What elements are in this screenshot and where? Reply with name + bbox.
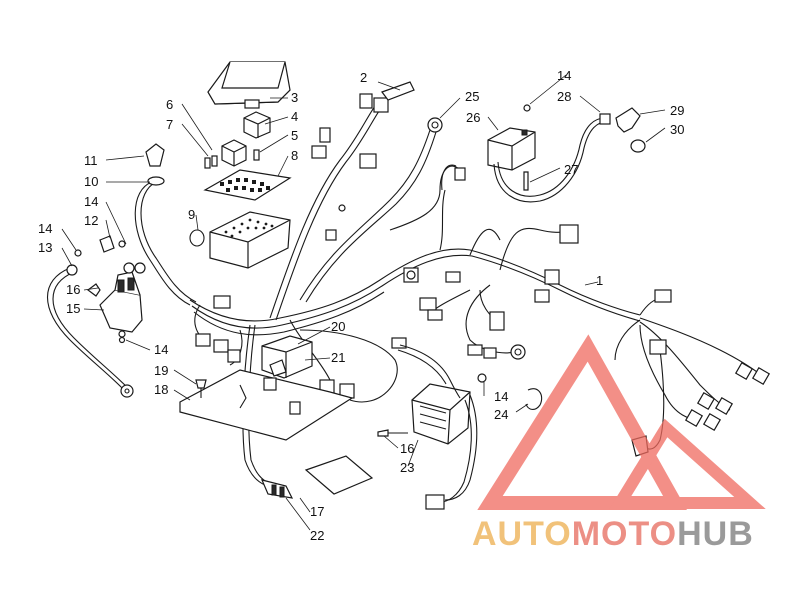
- callout-14-c: 14: [154, 342, 168, 357]
- small-hardware: [74, 235, 146, 344]
- watermark-hub: HUB: [677, 515, 754, 553]
- callout-4: 4: [291, 109, 298, 124]
- callout-21: 21: [331, 350, 345, 365]
- fuse-panel: [203, 169, 292, 201]
- callout-14-d: 14: [557, 68, 571, 83]
- sensor-22: [260, 479, 294, 499]
- callout-5: 5: [291, 128, 298, 143]
- callout-27: 27: [564, 162, 578, 177]
- cap-hose-parts: [523, 104, 646, 153]
- clip-24: [477, 373, 543, 410]
- callout-19: 19: [154, 363, 168, 378]
- fuse-box-cover: [207, 61, 291, 109]
- ground-cable: [47, 264, 134, 398]
- callout-25: 25: [465, 89, 479, 104]
- callout-24: 24: [494, 407, 508, 422]
- watermark-text: AUTOMOTOHUB: [472, 515, 754, 554]
- callout-28: 28: [557, 89, 571, 104]
- callout-9: 9: [188, 207, 195, 222]
- electrical-tray: [179, 369, 354, 441]
- cdi-module: [487, 117, 607, 203]
- callout-13: 13: [38, 240, 52, 255]
- voltage-regulator: [261, 335, 313, 379]
- callout-6: 6: [166, 97, 173, 112]
- terminal-boot: [145, 143, 165, 167]
- callout-7: 7: [166, 117, 173, 132]
- callout-1: 1: [596, 273, 603, 288]
- relay-parts: [204, 111, 271, 169]
- callout-16-a: 16: [66, 282, 80, 297]
- fuse-block: [209, 211, 291, 269]
- callout-10: 10: [84, 174, 98, 189]
- callout-11: 11: [84, 153, 98, 168]
- callout-26: 26: [466, 110, 480, 125]
- battery-cable: [134, 176, 197, 306]
- callout-18: 18: [154, 382, 168, 397]
- leader-lines: [61, 74, 666, 531]
- callout-16-b: 16: [400, 441, 414, 456]
- pad-17: [304, 455, 374, 495]
- circlip-9: [189, 229, 205, 247]
- callout-23: 23: [400, 460, 414, 475]
- rectifier-regulator: [377, 344, 478, 510]
- bolt-19: [195, 379, 207, 398]
- callout-22: 22: [310, 528, 324, 543]
- callout-30: 30: [670, 122, 684, 137]
- callout-2: 2: [360, 70, 367, 85]
- callout-3: 3: [291, 90, 298, 105]
- callout-29: 29: [670, 103, 684, 118]
- callout-8: 8: [291, 148, 298, 163]
- watermark-auto: AUTO: [472, 515, 572, 553]
- callout-14-e: 14: [494, 389, 508, 404]
- callout-14-b: 14: [38, 221, 52, 236]
- watermark-moto: MOTO: [571, 515, 678, 553]
- callout-17: 17: [310, 504, 324, 519]
- callout-14-a: 14: [84, 194, 98, 209]
- callout-15: 15: [66, 301, 80, 316]
- ignition-leads: [441, 164, 457, 191]
- callout-12: 12: [84, 213, 98, 228]
- starter-solenoid: [87, 271, 143, 338]
- callout-20: 20: [331, 319, 345, 334]
